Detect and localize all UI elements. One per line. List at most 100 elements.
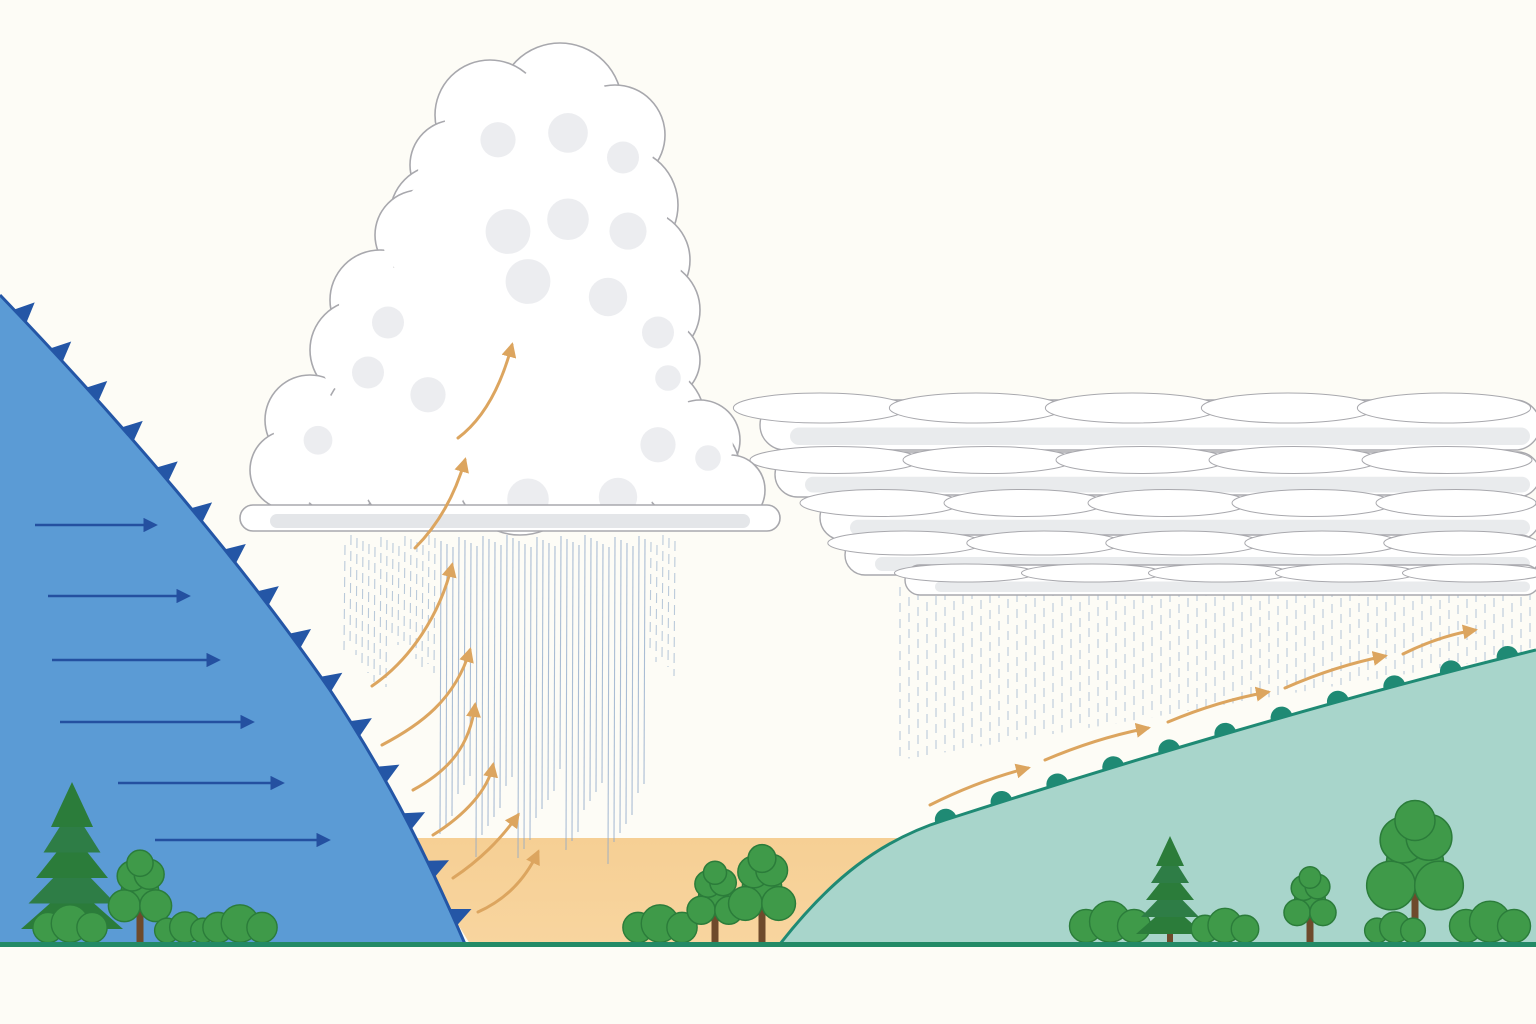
cloud-shade [695, 445, 721, 471]
rain-streak [409, 538, 412, 651]
rain-streak [511, 537, 514, 778]
cloud-shade [372, 306, 404, 339]
tree-trunk [1306, 912, 1314, 944]
triangle-icon [50, 341, 72, 362]
semicircle-icon [1158, 739, 1180, 754]
conifer-tier [28, 858, 116, 904]
rain-streak [355, 537, 358, 656]
bush-icon [1190, 907, 1260, 944]
cold-front-line [0, 293, 467, 945]
cloud-shade [410, 377, 446, 413]
semicircle-icon [1046, 773, 1068, 788]
uplift-arrow [411, 702, 481, 792]
tree-trunk [1411, 885, 1419, 944]
tree-crown [1298, 865, 1322, 890]
rain-streak [595, 540, 598, 793]
rain-streak [517, 540, 520, 859]
tree-trunk [136, 905, 144, 944]
rain-streak [631, 545, 634, 816]
bush-puff [76, 911, 108, 944]
overrunning-arrow [1401, 624, 1478, 656]
rain-streak [397, 545, 400, 646]
semicircle-icon [1214, 722, 1236, 737]
semicircle-icon [1270, 706, 1293, 721]
uplift-arrow [476, 849, 540, 914]
stratus-puff [943, 489, 1105, 517]
triangle-icon [320, 672, 343, 692]
bush-icon [32, 904, 108, 944]
triangle-icon [190, 502, 213, 523]
uplift-arrow [370, 562, 457, 688]
triangle-icon [156, 461, 178, 482]
tree-crown [126, 849, 154, 878]
stratus-puff [1020, 563, 1164, 583]
tree-icon [727, 843, 797, 944]
tree-crown [686, 895, 716, 926]
tree-trunk [758, 903, 766, 944]
tree-icon [107, 849, 173, 944]
rain-streak [637, 535, 640, 794]
tree-crown [139, 889, 173, 923]
warm-front-air-mass [780, 650, 1536, 944]
rain-streak [481, 535, 484, 836]
tree-crown [761, 885, 797, 922]
rain-streak [367, 543, 370, 674]
cloud-shade [607, 141, 639, 174]
tree-icon [1283, 865, 1337, 944]
rain-streak [475, 545, 478, 858]
bush-puff [1230, 914, 1260, 944]
rain-streak [673, 540, 676, 677]
rain-streak [613, 536, 616, 843]
tree-icon [1365, 799, 1465, 944]
cloud-shade [303, 425, 333, 455]
uplift-arrow [380, 647, 474, 747]
bush-puff [1399, 917, 1427, 944]
stratus-puff [1231, 489, 1393, 517]
stratus-puff [732, 392, 908, 424]
conifer-tier [1141, 887, 1199, 917]
conifer-tier [51, 782, 93, 827]
triangle-icon [289, 629, 312, 649]
triangle-icon [427, 860, 450, 878]
cumulonimbus-cloud-icon [239, 42, 781, 536]
cloud-puff-inner [303, 439, 377, 513]
rain-streak [541, 539, 544, 810]
cloud-shade [588, 277, 628, 317]
rain-streak [379, 536, 382, 679]
cloud-shade [505, 259, 551, 304]
cloud-shade [480, 122, 516, 158]
cumulonimbus-rain [343, 534, 676, 865]
rain-streak [385, 539, 388, 688]
uplift-arrow [431, 762, 498, 837]
stratus-puff [1044, 392, 1220, 424]
triangle-icon [350, 718, 372, 737]
triangle-icon [86, 380, 108, 402]
rain-streak [499, 544, 502, 809]
cloud-puff-inner [370, 426, 470, 526]
rain-streak [505, 534, 508, 787]
cloud-shade [547, 198, 589, 241]
bush-icon [202, 904, 278, 944]
rain-streak [343, 544, 346, 651]
cold-air-mass [0, 295, 465, 944]
cloud-shade [642, 316, 674, 349]
stratus-puff [902, 446, 1074, 474]
uplift-arrow [456, 342, 517, 440]
conifer-icon [1136, 836, 1204, 944]
stratus-puff [1087, 489, 1249, 517]
tree-crown [1394, 799, 1436, 842]
cloud-base-shade [270, 514, 750, 528]
rain-streak [565, 538, 568, 851]
warm-air-uplift-arrows [370, 342, 540, 914]
rain-streak [547, 542, 550, 801]
stratus-puff [827, 530, 983, 556]
cloud-puff-inner [257, 443, 323, 509]
semicircle-icon [934, 808, 957, 824]
triangle-icon [121, 420, 143, 441]
warm-front-line [778, 648, 1536, 945]
ground-line [0, 942, 1536, 947]
tree-trunk [1167, 932, 1173, 944]
stratus-puff [1200, 392, 1376, 424]
stratus-puff [1274, 563, 1418, 583]
